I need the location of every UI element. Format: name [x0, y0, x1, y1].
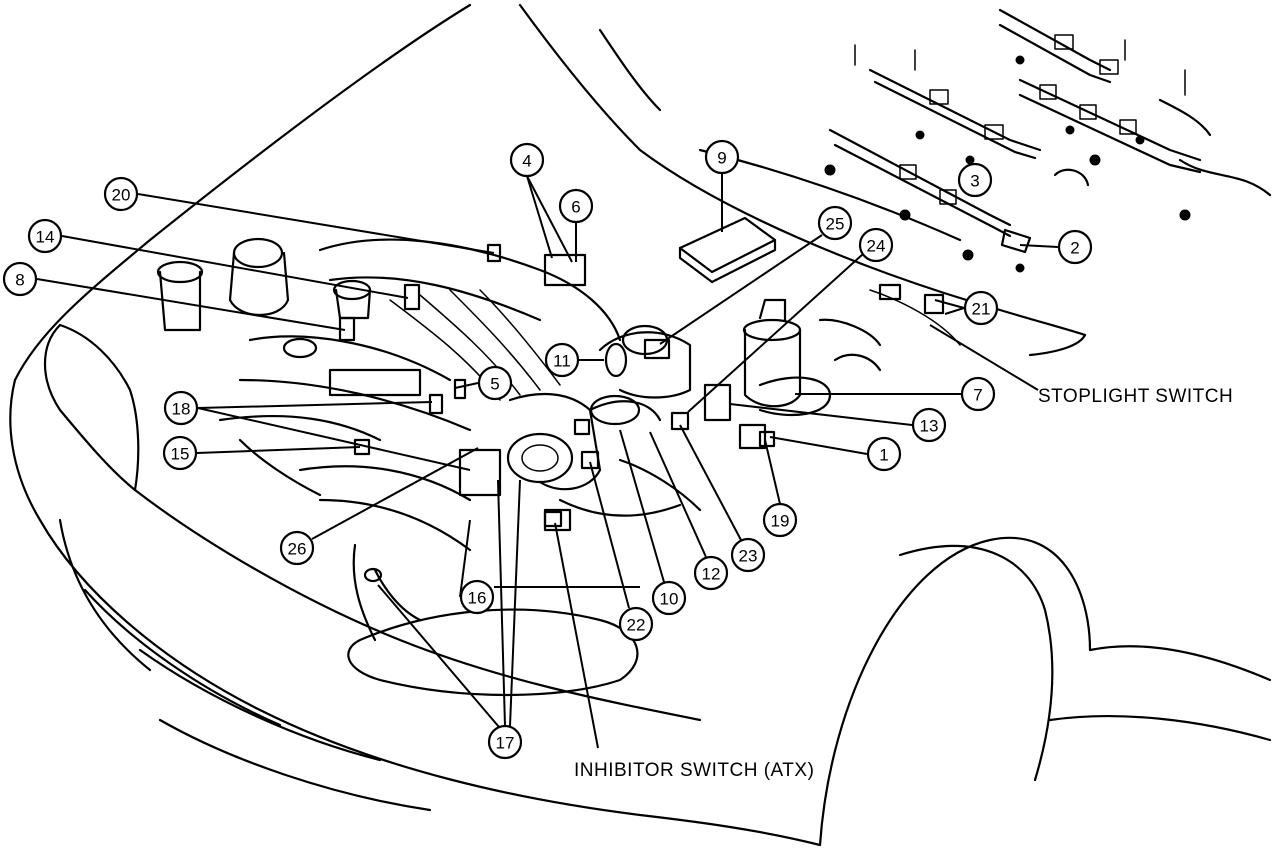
fuel-injector-rail-inset [824, 8, 1272, 273]
callout-number: 15 [171, 445, 190, 464]
callout-circle [858, 227, 894, 263]
callout-22: 22 [618, 606, 654, 642]
callout-20: 20 [103, 176, 139, 212]
callout-group: 20 14 8 4 6 9 25 24 3 2 21 11 5 18 7 13 15 1 19 26 23 12 16 10 2… [2, 139, 1093, 760]
callout-number: 12 [702, 565, 721, 584]
callout-number: 22 [627, 616, 646, 635]
callout-7: 7 [960, 376, 996, 412]
callout-13: 13 [911, 407, 947, 443]
callout-number: 24 [867, 237, 886, 256]
callout-10: 10 [651, 580, 687, 616]
callout-number: 14 [36, 228, 55, 247]
callout-9: 9 [704, 139, 740, 175]
callout-number: 13 [920, 417, 939, 436]
callout-25: 25 [817, 205, 853, 241]
callout-circle [162, 435, 198, 471]
callout-number: 19 [771, 512, 790, 531]
callout-circle [279, 530, 315, 566]
callout-circle [618, 606, 654, 642]
callout-8: 8 [2, 261, 38, 297]
callout-number: 21 [972, 300, 991, 319]
inhibitor-switch-label: INHIBITOR SWITCH (ATX) [574, 760, 814, 781]
callout-4: 4 [509, 142, 545, 178]
callout-number: 11 [553, 352, 571, 371]
callout-number: 20 [112, 186, 131, 205]
callout-circle [163, 390, 199, 426]
callout-circle [1057, 229, 1093, 265]
callout-number: 25 [826, 215, 845, 234]
callout-number: 5 [490, 375, 499, 394]
callout-circle [817, 205, 853, 241]
callout-19: 19 [762, 502, 798, 538]
callout-number: 16 [468, 589, 487, 608]
callout-circle [558, 188, 594, 224]
callout-1: 1 [866, 436, 902, 472]
callout-circle [27, 218, 63, 254]
callout-circle [103, 176, 139, 212]
callout-24: 24 [858, 227, 894, 263]
callout-number: 8 [15, 271, 24, 290]
callout-6: 6 [558, 188, 594, 224]
callout-number: 9 [717, 149, 726, 168]
callout-11: 11 [544, 342, 580, 378]
callout-12: 12 [693, 555, 729, 591]
callout-number: 2 [1070, 239, 1079, 258]
callout-2: 2 [1057, 229, 1093, 265]
callout-23: 23 [730, 537, 766, 573]
callout-21: 21 [963, 290, 999, 326]
callout-number: 18 [172, 400, 191, 419]
callout-circle [693, 555, 729, 591]
engine-bay-artwork [156, 216, 961, 642]
callout-15: 15 [162, 435, 198, 471]
callout-circle [762, 502, 798, 538]
callout-number: 3 [970, 172, 979, 191]
callout-3: 3 [957, 162, 993, 198]
callout-circle [957, 162, 993, 198]
callout-14: 14 [27, 218, 63, 254]
callout-circle [911, 407, 947, 443]
callout-circle [704, 139, 740, 175]
callout-5: 5 [477, 365, 513, 401]
callout-circle [509, 142, 545, 178]
callout-17: 17 [487, 724, 523, 760]
callout-circle [651, 580, 687, 616]
callout-26: 26 [279, 530, 315, 566]
callout-circle [459, 579, 495, 615]
callout-circle [2, 261, 38, 297]
callout-number: 6 [571, 198, 580, 217]
callout-circle [544, 342, 580, 378]
stoplight-switch-label: STOPLIGHT SWITCH [1038, 386, 1233, 407]
callout-number: 26 [288, 540, 307, 559]
callout-18: 18 [163, 390, 199, 426]
callout-circle [487, 724, 523, 760]
callout-16: 16 [459, 579, 495, 615]
callout-circle [730, 537, 766, 573]
callout-number: 10 [660, 590, 679, 609]
callout-circle [960, 376, 996, 412]
callout-number: 7 [973, 386, 982, 405]
callout-circle [477, 365, 513, 401]
callout-number: 1 [879, 446, 888, 465]
leader-lines [36, 173, 1059, 749]
callout-circle [963, 290, 999, 326]
callout-number: 23 [739, 547, 758, 566]
callout-circle [866, 436, 902, 472]
sensor-details [338, 243, 945, 528]
callout-number: 17 [496, 734, 515, 753]
vehicle-body-outline [9, 3, 1272, 847]
callout-number: 4 [522, 152, 531, 171]
